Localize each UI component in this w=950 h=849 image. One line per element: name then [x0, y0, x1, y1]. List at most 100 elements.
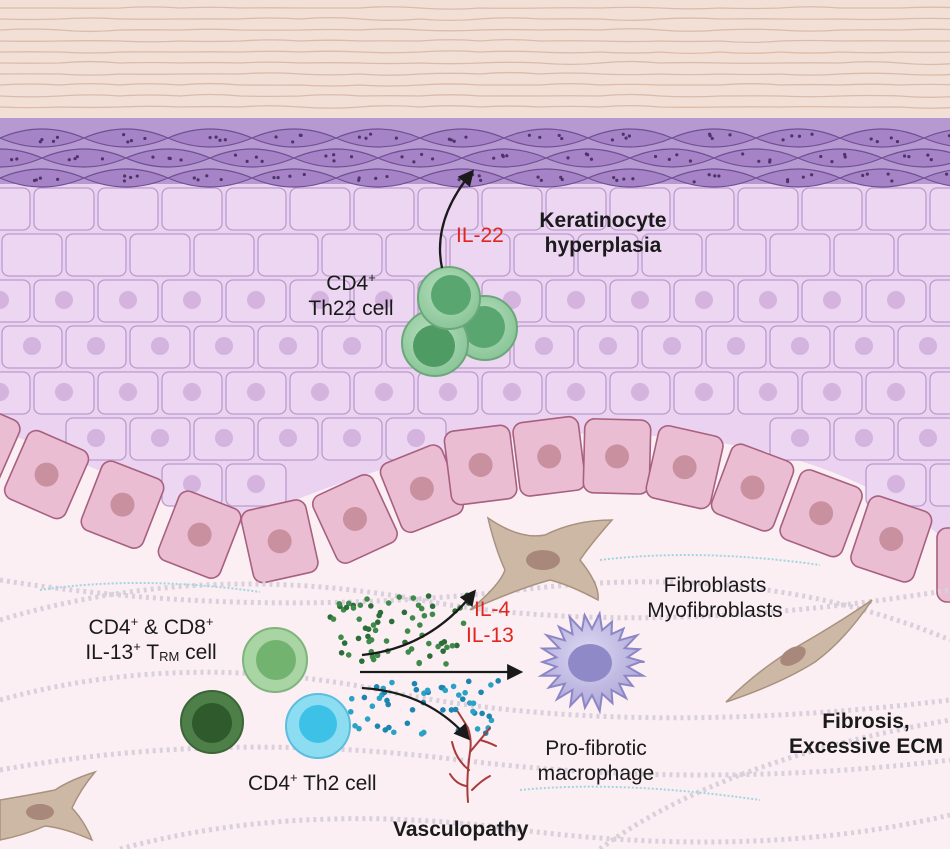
keratinocyte [449, 233, 511, 277]
keratinocyte [193, 233, 255, 277]
il4-il13-particle [345, 652, 352, 658]
granule [728, 133, 732, 137]
th2-particle [384, 697, 390, 704]
granule [10, 158, 14, 162]
granule [902, 154, 907, 158]
granule [944, 172, 949, 176]
granule [55, 135, 60, 139]
basal-cell [512, 415, 587, 497]
th2-particle [486, 713, 493, 720]
granule [349, 155, 354, 159]
keratinocyte-nucleus [87, 429, 105, 447]
granule [129, 175, 133, 180]
granule [302, 172, 306, 177]
keratinocyte-nucleus [887, 383, 905, 401]
keratinocyte-hyperplasia-label: Keratinocyte hyperplasia [539, 209, 667, 257]
basal-cell [311, 474, 398, 564]
th2-particle [470, 708, 476, 715]
granule [245, 159, 249, 163]
granular-layer [0, 118, 950, 188]
basal-cell [80, 460, 165, 549]
keratinocyte-nucleus [151, 337, 169, 355]
granule [622, 177, 626, 181]
myofibroblast-cell [725, 599, 873, 703]
basal-cell-nucleus [187, 522, 212, 547]
th2-particle [452, 706, 459, 713]
il4-il13-particle [440, 648, 446, 654]
granule [151, 155, 155, 159]
granule [254, 155, 259, 159]
granule [276, 176, 280, 180]
keratinocyte [737, 187, 799, 231]
granule [527, 133, 532, 137]
keratinocyte-nucleus [599, 337, 617, 355]
il4-il13-particle [365, 633, 371, 640]
il4-il13-particle [421, 612, 428, 619]
granule [122, 174, 127, 178]
granule [324, 154, 328, 158]
stratum-corneum [0, 0, 950, 120]
granule [688, 159, 693, 163]
granule [886, 172, 890, 176]
basal-cell-nucleus [672, 455, 697, 480]
keratinocyte-nucleus [311, 383, 329, 401]
keratinocyte [705, 233, 767, 277]
keratinocyte-nucleus [407, 429, 425, 447]
il4-label: IL-4 [474, 598, 511, 621]
macrophage-label: Pro-fibrotic macrophage [537, 737, 655, 785]
il22-arrow [438, 169, 475, 269]
keratinocyte [929, 371, 950, 415]
th2-cell-label: CD4+ Th2 cell [248, 770, 377, 795]
granule [589, 157, 594, 161]
th2-particle [391, 729, 397, 736]
granule [38, 176, 43, 180]
basal-cell-nucleus [605, 444, 630, 469]
granule [895, 139, 900, 144]
fibroblasts-label: Fibroblasts Myofibroblasts [647, 574, 783, 622]
keratinocyte-nucleus [823, 383, 841, 401]
dark-t-cell [180, 690, 244, 754]
granule [501, 154, 505, 159]
granule [810, 132, 814, 136]
granule [291, 140, 295, 144]
granule [875, 139, 879, 144]
il4-il13-particle [426, 640, 432, 647]
granule [73, 157, 77, 161]
granule [615, 178, 619, 182]
th2-particle [376, 695, 383, 702]
granule [449, 138, 453, 142]
corneum-line [0, 28, 950, 33]
keratinocyte-nucleus [151, 429, 169, 447]
th2-particle [465, 678, 472, 685]
fibrosis-label: Fibrosis, Excessive ECM [788, 710, 944, 758]
granule [374, 176, 378, 180]
th2-particle [361, 694, 368, 701]
basal-cell-nucleus [809, 501, 834, 526]
th2-particle [450, 683, 457, 690]
keratinocyte-nucleus [631, 383, 649, 401]
granular-cell [922, 169, 950, 187]
keratinocyte [33, 187, 95, 231]
granule [219, 177, 223, 182]
il4-il13-particle [370, 622, 377, 628]
th2-particle [495, 678, 501, 684]
keratinocyte [929, 279, 950, 323]
th2-particle [440, 707, 446, 713]
granule [479, 178, 483, 182]
arrow-to-fibroblast [361, 589, 476, 657]
th2-particle [352, 723, 358, 729]
th2-particle [448, 707, 455, 713]
il4-il13-particle [336, 600, 343, 607]
granule [929, 158, 933, 162]
collagen-fiber [598, 717, 950, 849]
granule [566, 156, 570, 160]
keratinocyte [641, 233, 703, 277]
corneum-line [0, 93, 950, 98]
il4-il13-particle [330, 616, 337, 622]
basal-cell-nucleus [110, 492, 135, 517]
keratinocyte [129, 233, 191, 277]
keratinocyte-nucleus [791, 337, 809, 355]
granule [167, 156, 171, 160]
il4-il13-particle [416, 659, 423, 666]
